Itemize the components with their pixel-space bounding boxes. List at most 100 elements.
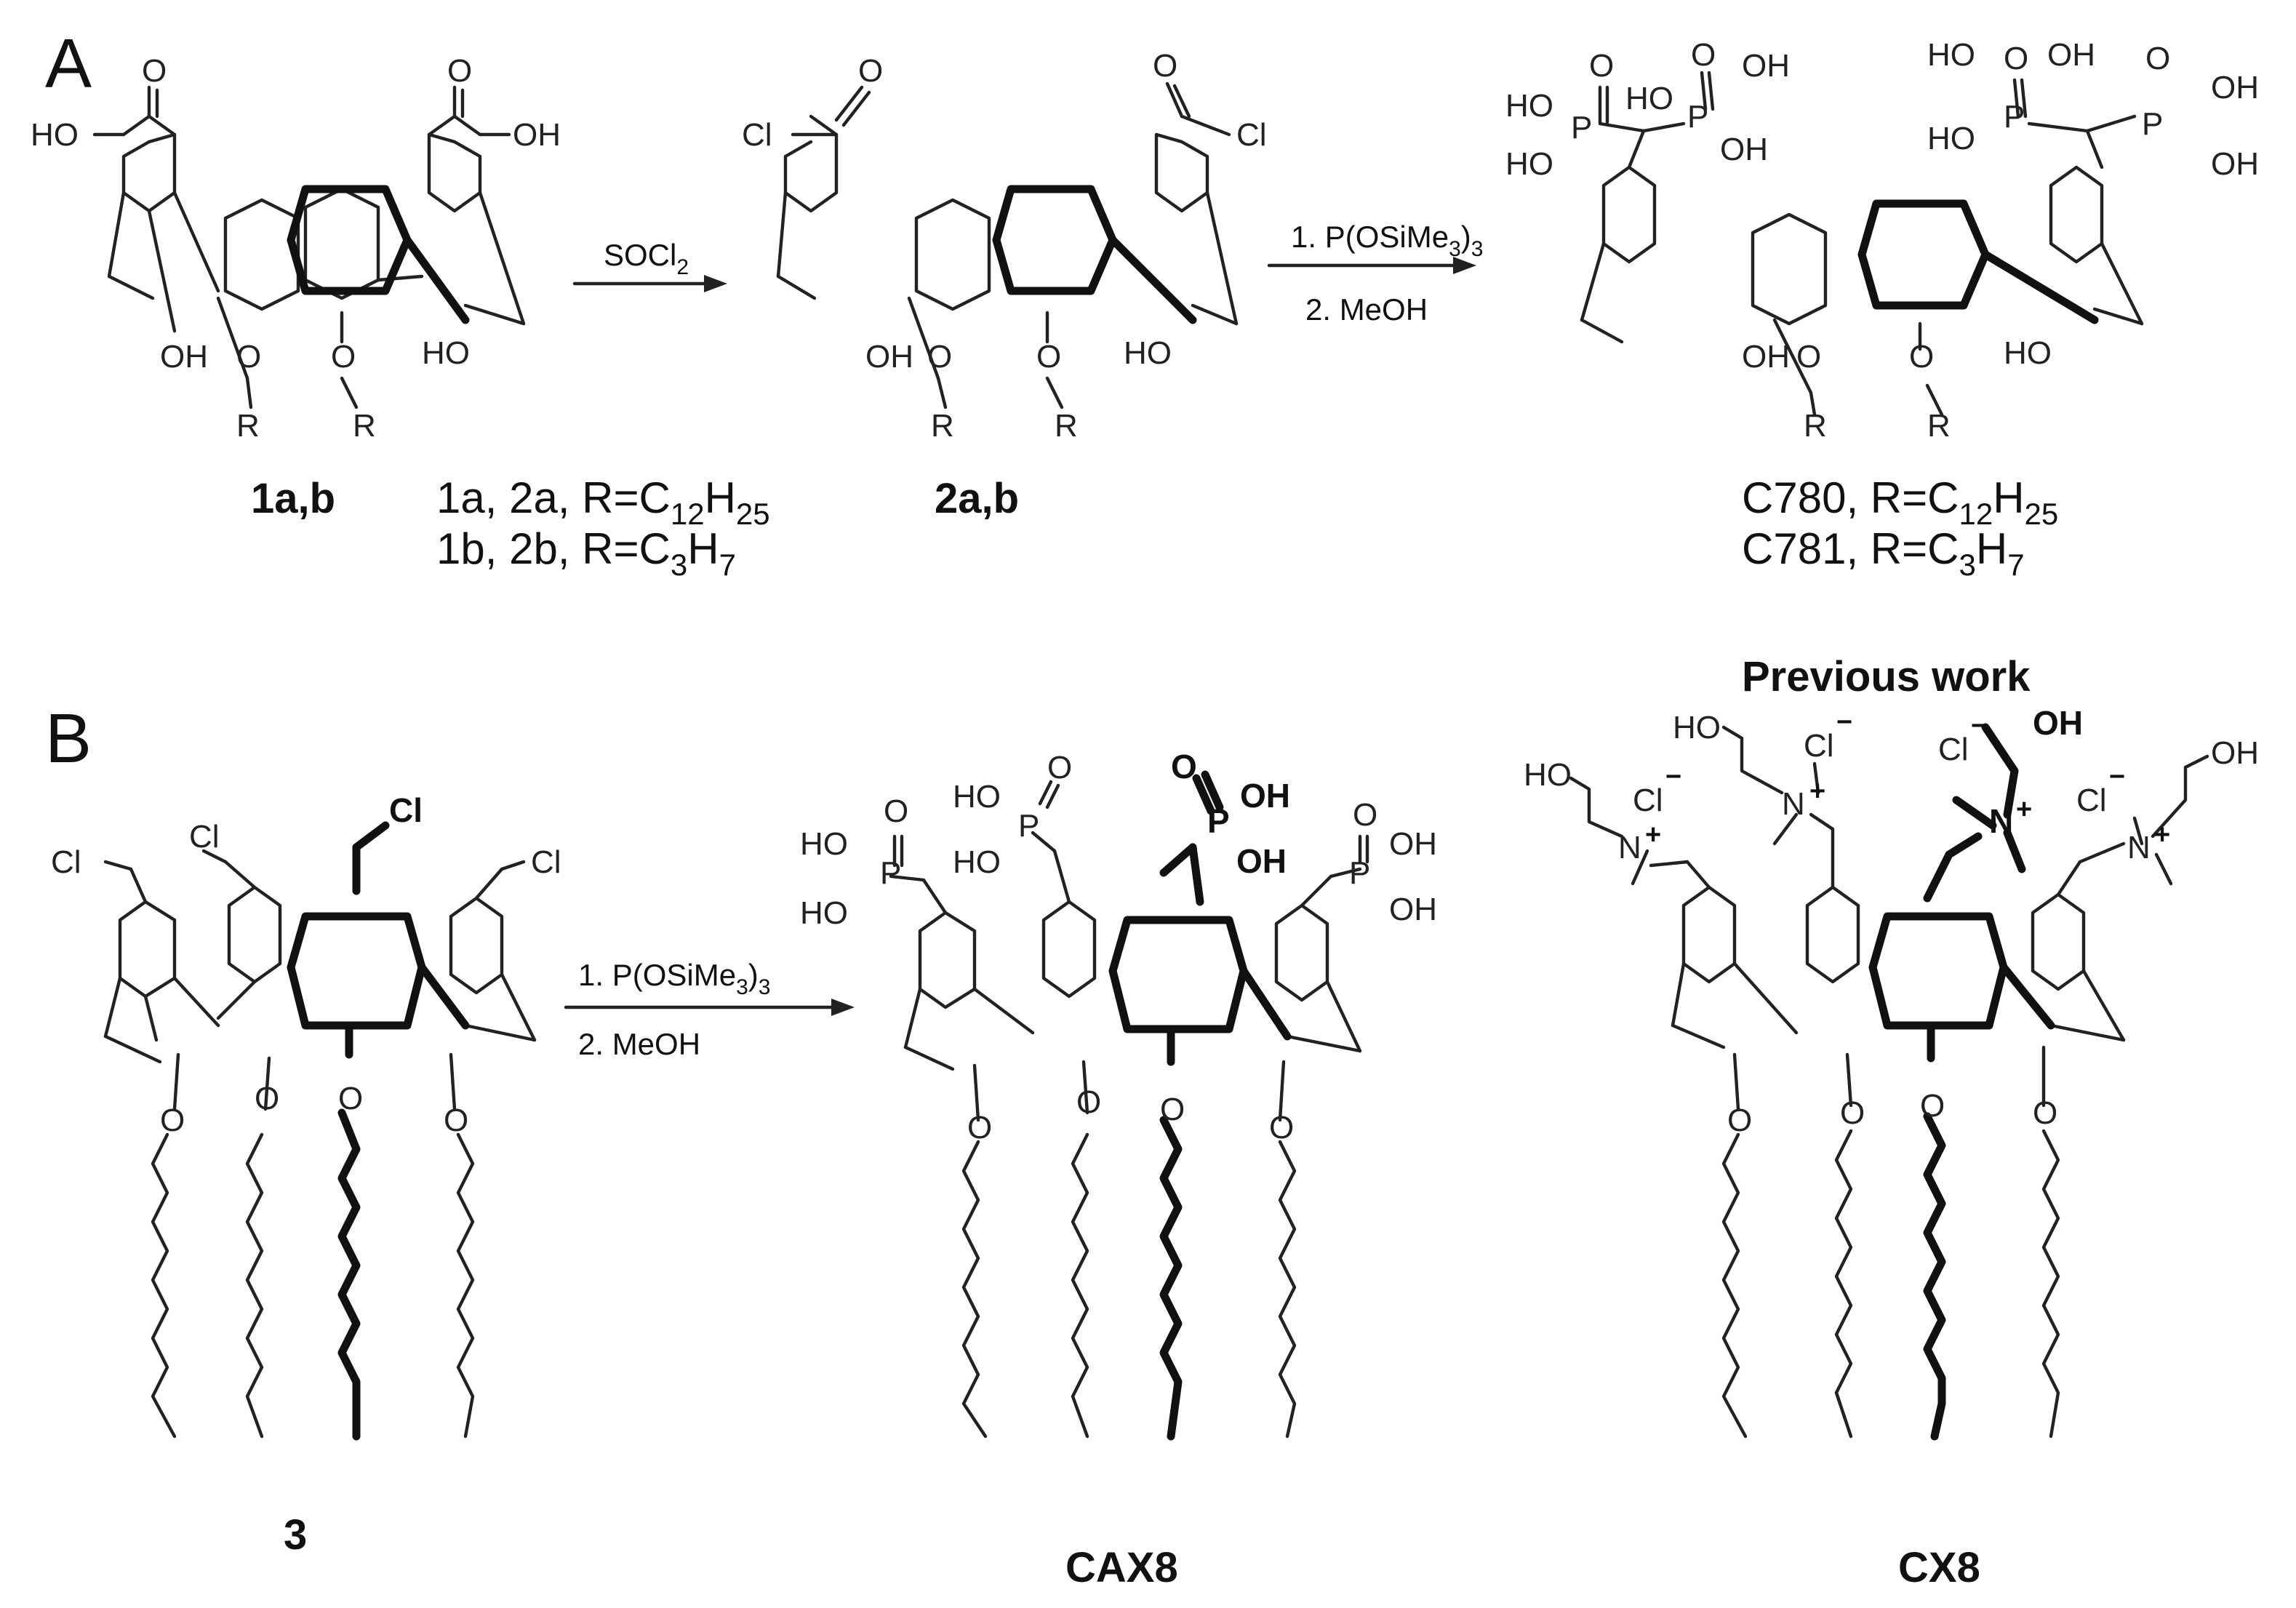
atom-label: HO (422, 335, 470, 371)
atom-label: HO (1625, 81, 1673, 116)
atom-label: OH (1720, 132, 1768, 167)
atom-label: OH (2033, 704, 2083, 742)
atom-label: OH (1389, 826, 1437, 862)
compound-label-cx8: CX8 (1898, 1544, 1980, 1591)
atom-label: OH (2211, 735, 2259, 771)
atom-label: Cl (1633, 783, 1663, 818)
charge-minus: − (1665, 761, 1681, 792)
atom-label: R (236, 408, 260, 444)
panel-label-a: A (45, 25, 92, 103)
compound-label-cax8: CAX8 (1065, 1544, 1178, 1591)
atom-label: OH (1389, 892, 1437, 927)
atom-label: R (931, 408, 954, 444)
atom-label: Cl (1938, 732, 1969, 767)
atom-label: O (2004, 41, 2028, 76)
charge-plus: + (1809, 776, 1825, 807)
atom-label: HO (953, 844, 1001, 880)
charge-minus: − (1971, 711, 1987, 741)
atom-label: OH (513, 117, 561, 153)
atom-label: O (444, 1103, 468, 1138)
atom-label: HO (800, 895, 848, 931)
atom-label: R (1804, 408, 1827, 444)
atom-label: HO (1124, 335, 1172, 371)
structure-compound-1: O HO O OH OH O O HO R R (31, 53, 561, 444)
atom-label: O (1909, 339, 1934, 375)
atom-label: P (880, 855, 901, 891)
atom-label: OH (2047, 37, 2095, 73)
atom-label: O (1269, 1110, 1294, 1145)
atom-label: OH (1742, 339, 1790, 375)
atom-label: HO (2004, 335, 2052, 371)
atom-label: HO (1927, 121, 1975, 156)
atom-label: Cl (1236, 117, 1267, 153)
structure-compound-3: Cl Cl Cl Cl O O O O (51, 791, 561, 1441)
atom-label: O (1691, 37, 1716, 73)
reagent-line-2: 2. MeOH (1305, 292, 1428, 327)
reaction-arrow-2: 1. P(OSiMe3)3 2. MeOH (1267, 220, 1483, 327)
atom-label: O (1727, 1103, 1752, 1138)
atom-label: N (2127, 830, 2151, 865)
atom-label: P (1207, 802, 1230, 840)
panel-label-b: B (45, 700, 92, 777)
atom-label: OH (160, 339, 208, 375)
atom-label: R (1055, 408, 1078, 444)
atom-label: OH (2211, 70, 2259, 105)
previous-work-heading: Previous work (1742, 653, 2031, 700)
atom-label: O (142, 53, 167, 89)
structure-cax8: HO O P HO HO O P HO O P OH OH O OH P OH … (800, 748, 1437, 1441)
atom-label: P (1571, 110, 1592, 145)
atom-label: O (1840, 1095, 1865, 1131)
atom-label: HO (1927, 37, 1975, 73)
product-definition-c781: C781, R=C3H7 (1742, 524, 2025, 582)
atom-label: OH (1742, 48, 1790, 84)
atom-label: O (1153, 48, 1177, 84)
reagent-line-1: 1. P(OSiMe3)3 (578, 958, 770, 999)
reagent-line-2: 2. MeOH (578, 1027, 700, 1061)
atom-label: HO (1524, 757, 1572, 793)
atom-label: OH (1236, 842, 1287, 880)
charge-plus: + (2016, 794, 2032, 825)
atom-label: HO (31, 117, 79, 153)
atom-label: O (160, 1103, 185, 1138)
atom-label: O (1171, 748, 1197, 785)
atom-label: P (1349, 855, 1370, 891)
structure-cx8: HO N + Cl − HO N + Cl − OH Cl − N + OH C… (1524, 704, 2259, 1441)
atom-label: P (1687, 99, 1708, 135)
atom-label: R (1927, 408, 1951, 444)
atom-label: Cl (189, 819, 220, 855)
structure-compound-2: Cl O O Cl OH O O HO R R (742, 48, 1267, 444)
atom-label: O (1047, 750, 1072, 785)
atom-label: HO (1505, 88, 1553, 124)
atom-label: O (1076, 1084, 1101, 1120)
charge-minus: − (2109, 761, 2125, 792)
atom-label: O (967, 1110, 992, 1145)
atom-label: HO (953, 779, 1001, 815)
atom-label: O (236, 339, 261, 375)
atom-label: Cl (742, 117, 772, 153)
atom-label: O (1160, 1092, 1185, 1127)
atom-label: Cl (2076, 783, 2107, 818)
compound-label-1ab: 1a,b (251, 475, 335, 522)
atom-label: OH (2211, 146, 2259, 182)
atom-label: Cl (51, 844, 81, 880)
atom-label: N (1782, 786, 1805, 822)
atom-label: O (858, 53, 883, 89)
charge-minus: − (1836, 707, 1852, 737)
atom-label: HO (800, 826, 848, 862)
reaction-arrow-b: 1. P(OSiMe3)3 2. MeOH (564, 958, 855, 1061)
atom-label: P (1018, 808, 1039, 844)
atom-label: O (1036, 339, 1061, 375)
reaction-arrow-1: SOCl2 (572, 238, 727, 292)
atom-label: Cl (1804, 728, 1834, 764)
compound-label-2ab: 2a,b (935, 475, 1019, 522)
atom-label: O (927, 339, 952, 375)
atom-label: OH (865, 339, 913, 375)
atom-label: P (2004, 99, 2025, 135)
atom-label: HO (1505, 146, 1553, 182)
reagent-line-1: 1. P(OSiMe3)3 (1291, 220, 1483, 261)
r-definition-1b-2b: 1b, 2b, R=C3H7 (436, 524, 736, 582)
atom-label: O (1353, 797, 1377, 833)
atom-label: O (2145, 41, 2170, 76)
atom-label: Cl (389, 791, 423, 829)
atom-label: O (338, 1081, 363, 1116)
